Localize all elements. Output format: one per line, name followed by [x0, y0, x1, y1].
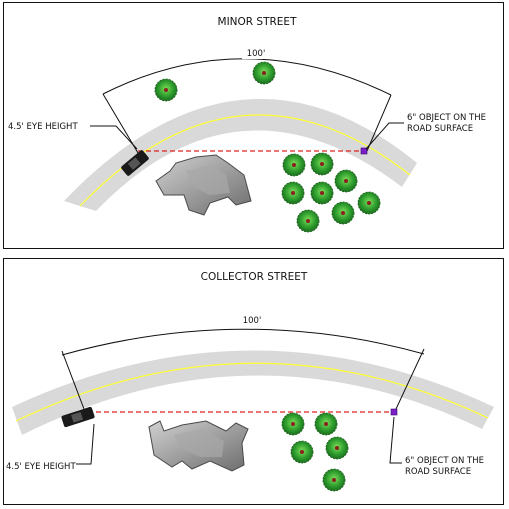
eye-height-leader	[76, 423, 95, 465]
tree-icon	[357, 191, 381, 215]
object-label-line1: 6" OBJECT ON THE	[407, 113, 486, 123]
panel-title: MINOR STREET	[218, 16, 298, 28]
tree-icon	[310, 152, 334, 176]
object-label-line2: ROAD SURFACE	[407, 124, 473, 134]
tree-icon	[296, 209, 320, 233]
tree-icon	[281, 412, 305, 436]
road	[64, 98, 417, 211]
eye-height-label: 4.5' EYE HEIGHT	[6, 462, 76, 472]
tree-icon	[314, 412, 338, 436]
road	[12, 350, 494, 435]
tree-icon	[282, 153, 306, 177]
object-marker-icon	[390, 408, 398, 416]
object-marker-icon	[360, 147, 368, 155]
collector-street-diagram: COLLECTOR STREET 100' 4.5' EYE HEIGHT 6"…	[6, 271, 494, 492]
object-label-line2: ROAD SURFACE	[405, 467, 471, 477]
distance-arc	[102, 58, 392, 96]
tree-icon	[281, 181, 305, 205]
tree-icon	[322, 468, 346, 492]
car-icon	[61, 406, 95, 428]
distance-label: 100'	[243, 316, 262, 326]
tree-icon	[325, 436, 349, 460]
tree-icon	[334, 169, 358, 193]
dimension-line-right	[366, 94, 392, 152]
car-icon	[121, 150, 149, 176]
tree-icon	[331, 201, 355, 225]
eye-height-leader	[90, 125, 138, 150]
object-label-leader	[389, 416, 402, 464]
tree-icon	[252, 61, 276, 85]
dimension-line-left	[61, 350, 85, 410]
object-label-leader	[365, 122, 404, 150]
tree-icon	[290, 440, 314, 464]
dimension-line-right	[395, 348, 425, 410]
eye-height-label: 4.5' EYE HEIGHT	[8, 122, 78, 132]
object-label-line1: 6" OBJECT ON THE	[405, 456, 484, 466]
road-centerline	[15, 362, 489, 422]
collector-street-panel: COLLECTOR STREET 100' 4.5' EYE HEIGHT 6"…	[3, 258, 504, 505]
panel-title: COLLECTOR STREET	[201, 271, 308, 283]
distance-label: 100'	[247, 49, 266, 59]
minor-street-panel: MINOR STREET 100' 4.5' EYE HEIGHT 6" OBJ…	[3, 2, 504, 249]
distance-arc	[61, 328, 425, 356]
tree-icon	[310, 181, 334, 205]
tree-icon	[154, 78, 178, 102]
minor-street-diagram: MINOR STREET 100' 4.5' EYE HEIGHT 6" OBJ…	[8, 16, 486, 233]
